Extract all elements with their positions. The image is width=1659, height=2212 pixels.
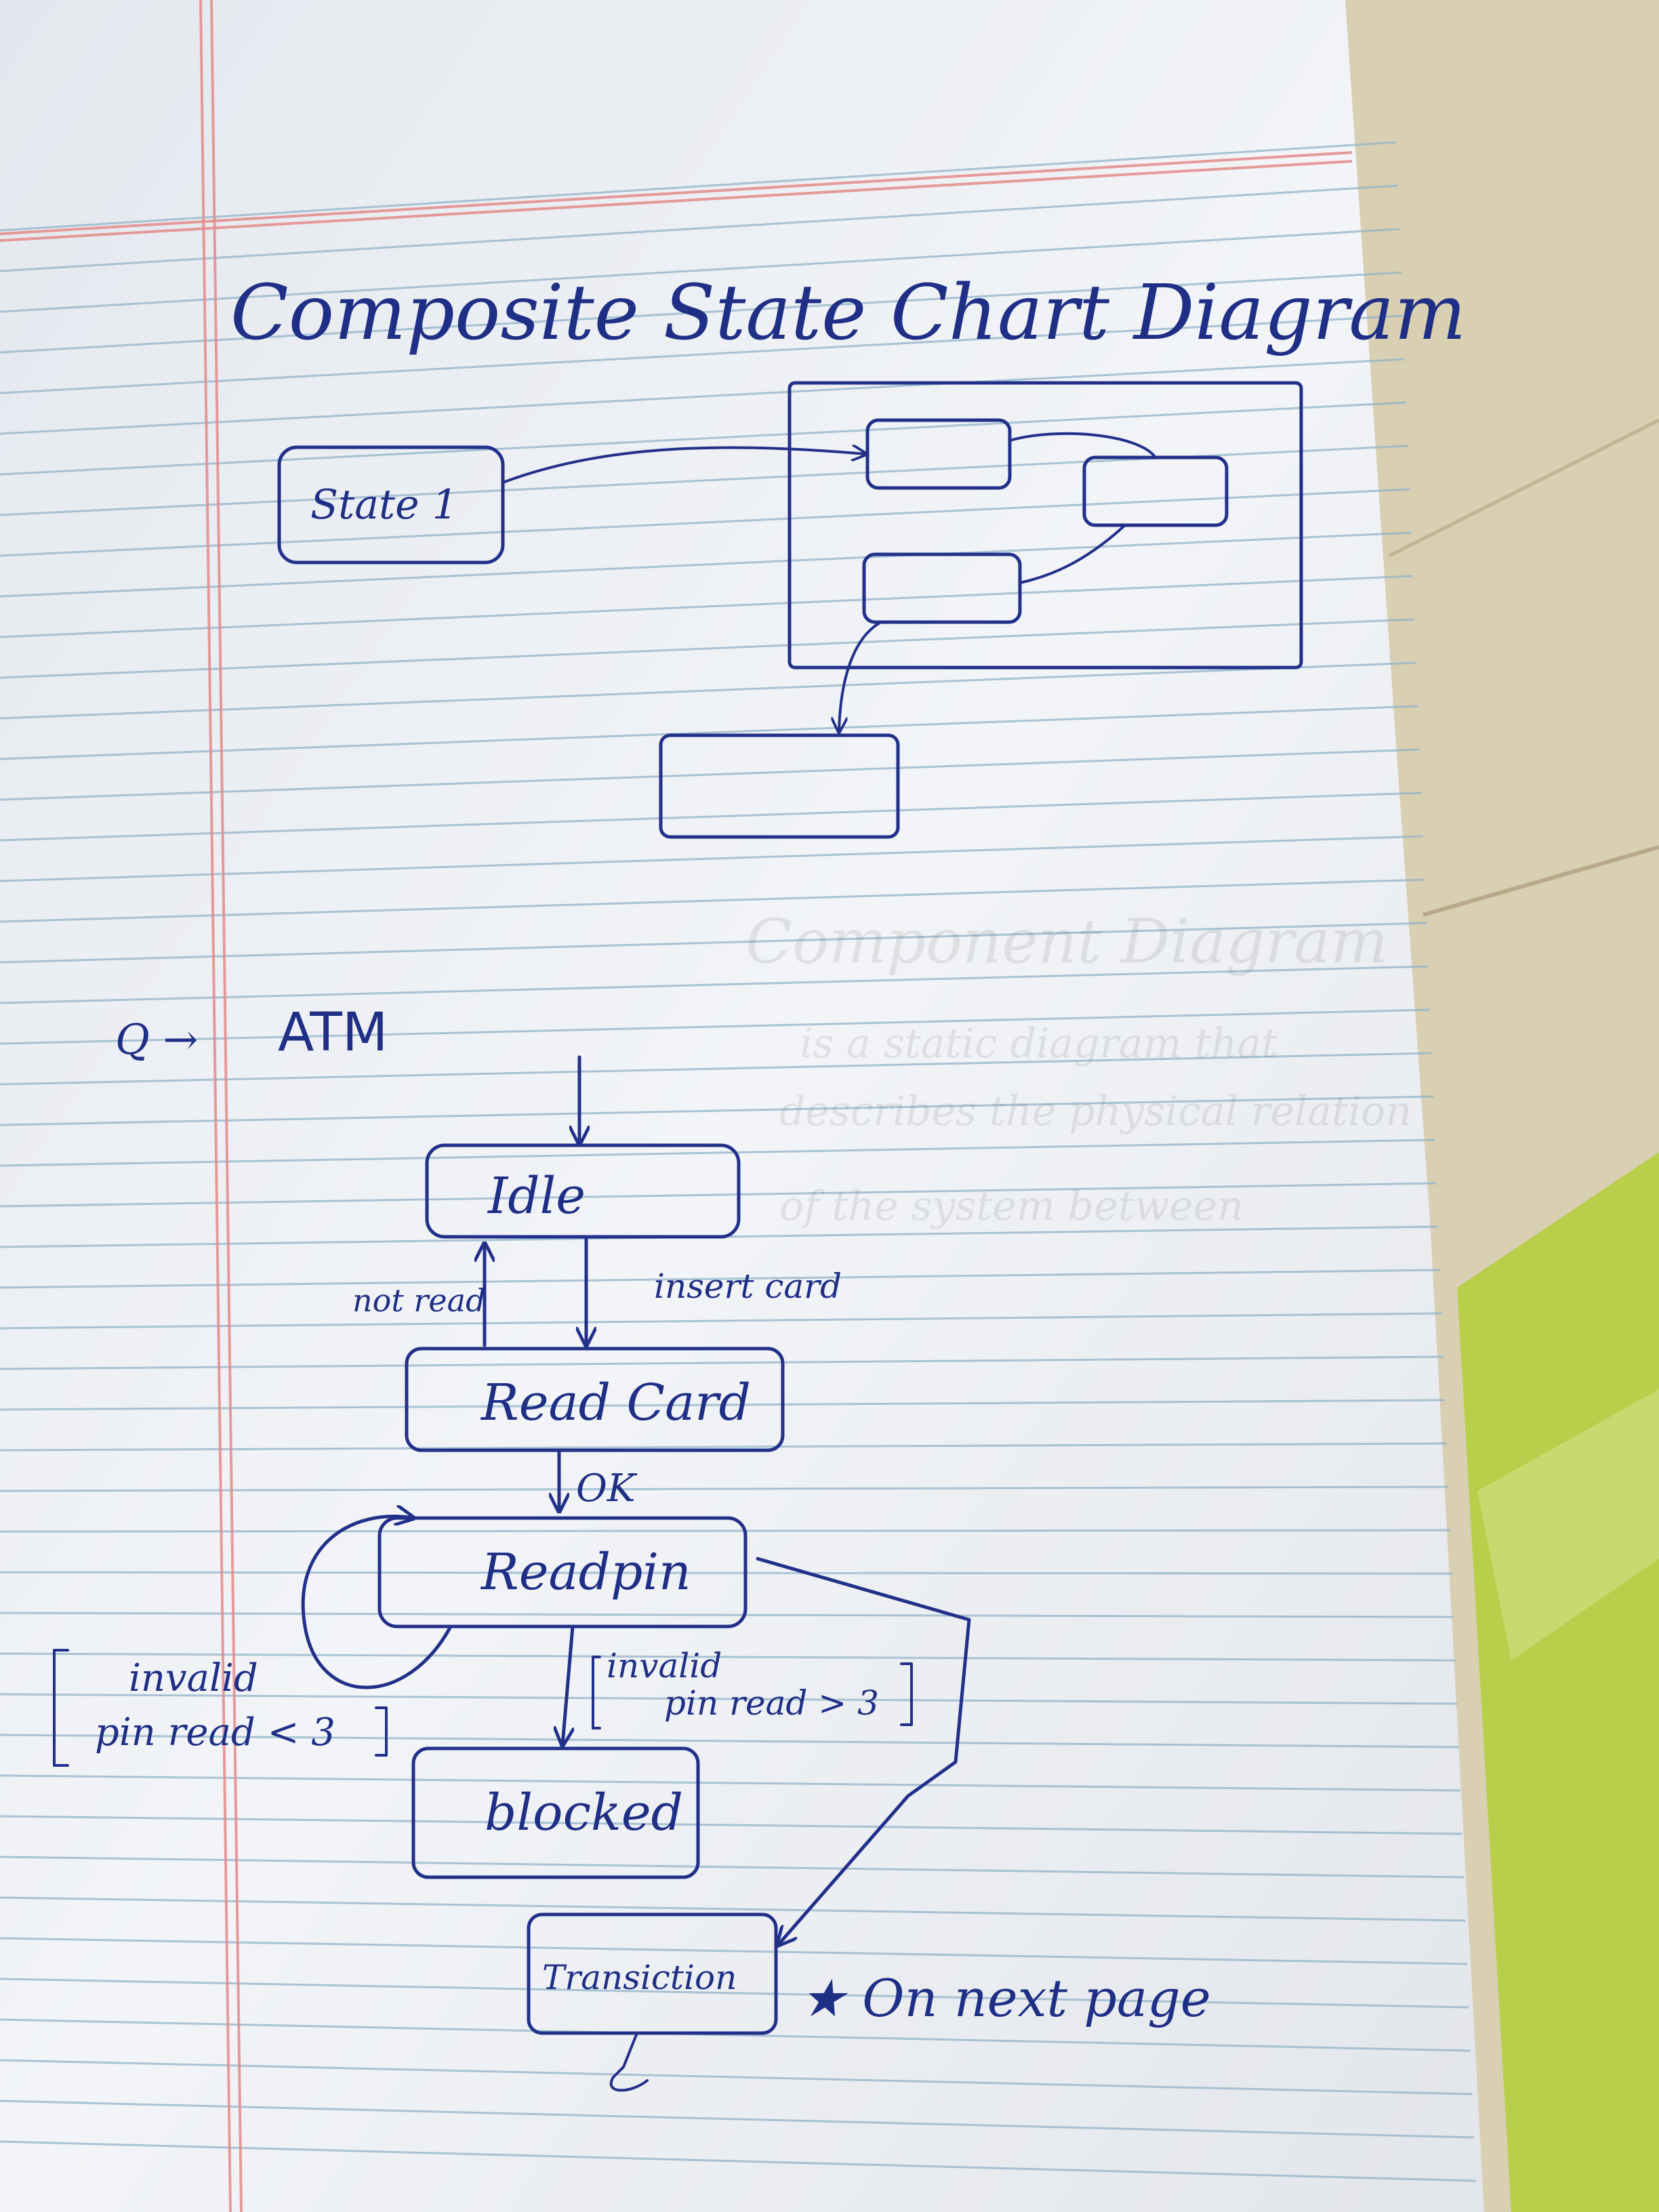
label-insert-card: insert card [654,1267,842,1306]
composite-state-box [787,381,1303,670]
arrow-self-loop-invalid-pin [301,1517,453,1689]
arrow-sub2-to-sub3 [1019,524,1126,584]
arrow-to-transaction [756,1557,971,1945]
ruled-line [0,401,1407,476]
question-subject: ATM [278,1002,388,1063]
ruled-line [0,2059,1473,2095]
ruled-line [0,1182,1437,1208]
ruled-line [0,184,1398,272]
page-title: Composite State Chart Diagram [230,269,1466,357]
state-read-card-label: Read Card [480,1374,751,1432]
ruled-line [0,141,1397,232]
ruled-line [0,1355,1444,1370]
label-not-read: not read [352,1282,486,1319]
state-blocked-label: blocked [485,1784,683,1842]
ruled-line [0,878,1425,923]
ruled-line [0,1442,1448,1452]
label-invalid-lt3-line1: invalid [129,1656,258,1700]
ruled-line [0,228,1400,313]
state-transaction [527,1912,778,2035]
ruled-line [0,1095,1434,1126]
ruled-line [0,1269,1441,1289]
bleed-through: Component Diagram is a static diagram th… [745,906,1412,1230]
ruled-lines [0,141,1476,2182]
ruled-line [0,1008,1431,1045]
state-read-pin-label: Readpin [480,1543,691,1601]
ruled-line [0,1612,1454,1618]
arrow-composite-to-next [839,621,882,732]
ruled-line [0,358,1405,435]
ruled-line [0,705,1418,760]
svg-text:of the system between: of the system between [779,1183,1244,1230]
svg-text:is a static diagram that: is a static diagram that [800,1020,1278,1067]
state-read-card [405,1347,785,1452]
state-idle-label: Idle [487,1167,586,1225]
bracket-left [53,1649,69,1767]
ruled-line [0,1486,1449,1492]
composite-example: State 1 [277,381,1303,839]
ruled-line [0,531,1412,598]
question-marker: Q → [115,1015,199,1064]
exit-arrow [609,2032,649,2092]
ruled-line [0,2018,1471,2052]
arrow-to-blocked [562,1624,575,1745]
ruled-line [0,1734,1459,1748]
ruled-line [0,488,1410,557]
next-state-box [659,733,900,839]
ruled-line [0,271,1401,354]
state-transaction-label: Transiction [542,1958,737,1997]
state-blocked [411,1746,700,1879]
ruled-line [0,1937,1468,1965]
label-ok: OK [576,1467,638,1511]
label-invalid-gt3-line1: invalid [607,1646,722,1685]
state-read-pin [377,1516,747,1629]
ruled-line [0,1399,1446,1411]
substate-box-3 [862,552,1022,624]
atm-statechart: Idle Read Card insert card not read OK R… [53,1055,971,2092]
ruled-line [0,1571,1452,1575]
left-margin-line [199,0,232,2212]
ruled-line [0,2140,1476,2182]
ruled-line [0,2100,1475,2139]
ruled-line [0,661,1417,720]
ruled-line [0,1978,1469,2009]
state-1-box [277,445,505,565]
ruled-line [0,1815,1462,1835]
ruled-line [0,314,1404,394]
ruled-line [0,1774,1461,1792]
ruled-line [0,835,1424,882]
svg-text:Component Diagram: Component Diagram [745,906,1388,977]
svg-text:describes the physical relatio: describes the physical relation [779,1088,1412,1135]
ruled-line [0,1896,1466,1922]
footnote-next-page: ★ On next page [800,1968,1211,2028]
ruled-line [0,748,1420,801]
ruled-line [0,1529,1451,1533]
state-idle [425,1143,741,1239]
ruled-line [0,1312,1442,1330]
green-cloth [1457,1152,1659,2212]
ruled-line [0,618,1415,679]
ruled-line [0,1693,1458,1705]
ruled-line [0,1052,1432,1086]
ruled-line [0,1856,1465,1879]
arrow-state1-to-composite [501,447,866,484]
state-1-label: State 1 [310,481,458,529]
arrow-sub1-to-sub2 [1008,432,1157,459]
ruled-line [0,922,1427,964]
ruled-line [0,965,1429,1004]
ruled-line [0,575,1414,638]
ruled-line [0,1652,1456,1662]
ruled-line [0,1139,1435,1167]
label-invalid-lt3-line2: pin read < 3 [95,1711,335,1755]
top-margin-line [0,151,1353,235]
ruled-line [0,792,1422,842]
label-invalid-gt3-line2: pin read > 3 [664,1683,879,1723]
